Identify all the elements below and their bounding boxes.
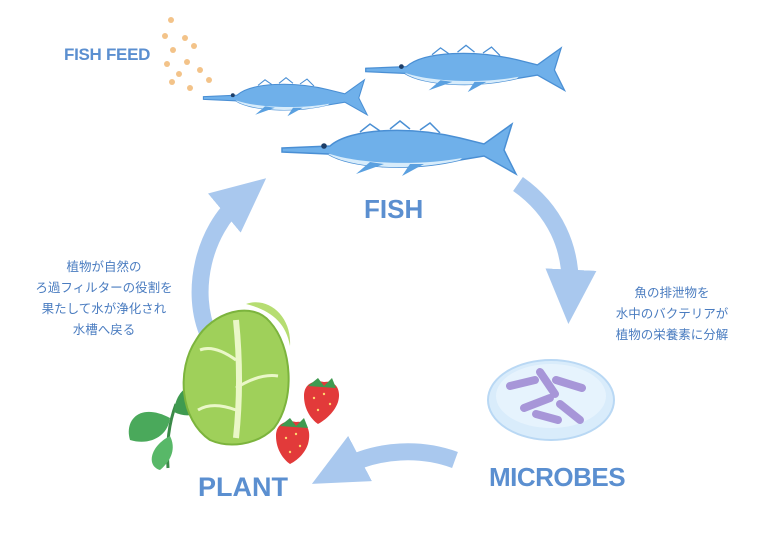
- strawberry-icon: [304, 378, 340, 424]
- lettuce-icon: [182, 302, 291, 446]
- note-line: 水中のバクテリアが: [615, 306, 729, 321]
- bacteria-icon: [506, 368, 586, 424]
- note-line: ろ過フィルターの役割を: [35, 280, 173, 295]
- feed-pellets-icon: [162, 17, 212, 91]
- arrow-plant-to-fish: [191, 178, 267, 340]
- fish-icon: [281, 120, 517, 177]
- fish-icon: [202, 77, 368, 117]
- fish-feed-label: FISH FEED: [64, 45, 151, 64]
- fish-label: FISH: [364, 194, 424, 224]
- microbes-label: MICROBES: [489, 462, 626, 492]
- note-line: 水槽へ戻る: [72, 322, 136, 337]
- fish-to-microbes-note: 魚の排泄物を 水中のバクテリアが 植物の栄養素に分解: [574, 282, 770, 345]
- note-line: 魚の排泄物を: [634, 285, 710, 300]
- strawberry-icon: [276, 418, 310, 464]
- arrow-microbes-to-plant: [311, 435, 458, 484]
- note-line: 果たして水が浄化され: [41, 301, 167, 316]
- note-line: 植物の栄養素に分解: [615, 327, 729, 342]
- fish-icon: [365, 44, 566, 93]
- plant-to-fish-note: 植物が自然の ろ過フィルターの役割を 果たして水が浄化され 水槽へ戻る: [2, 256, 206, 340]
- plant-label: PLANT: [198, 472, 288, 502]
- note-line: 植物が自然の: [66, 259, 142, 274]
- arrow-fish-to-microbes: [512, 177, 597, 324]
